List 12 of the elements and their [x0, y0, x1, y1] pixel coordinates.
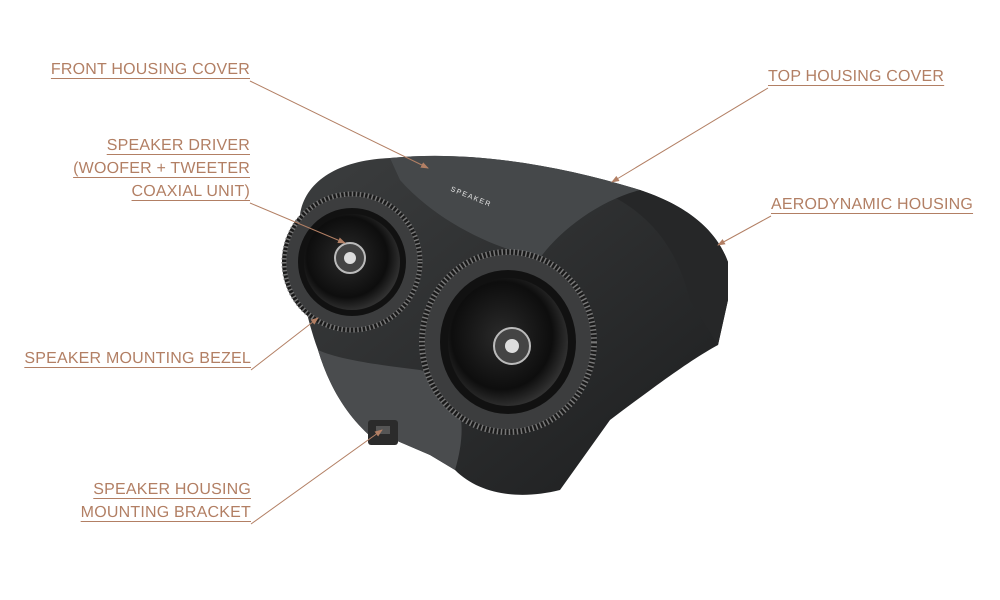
leader-line	[250, 202, 346, 244]
leader-line	[717, 216, 772, 246]
leader-line	[250, 317, 319, 370]
leader-line	[250, 429, 383, 524]
callout-label: SPEAKER HOUSING MOUNTING BRACKET	[79, 478, 251, 524]
callout-label: TOP HOUSING COVER	[768, 65, 946, 88]
leader-line	[250, 80, 429, 168]
callout-label: SPEAKER MOUNTING BEZEL	[23, 347, 251, 370]
leader-line	[611, 88, 768, 183]
callout-label: FRONT HOUSING COVER	[49, 58, 250, 81]
callout-label: SPEAKER DRIVER (WOOFER + TWEETER COAXIAL UNIT)	[72, 134, 250, 203]
callout-label: AERODYNAMIC HOUSING	[771, 193, 975, 216]
